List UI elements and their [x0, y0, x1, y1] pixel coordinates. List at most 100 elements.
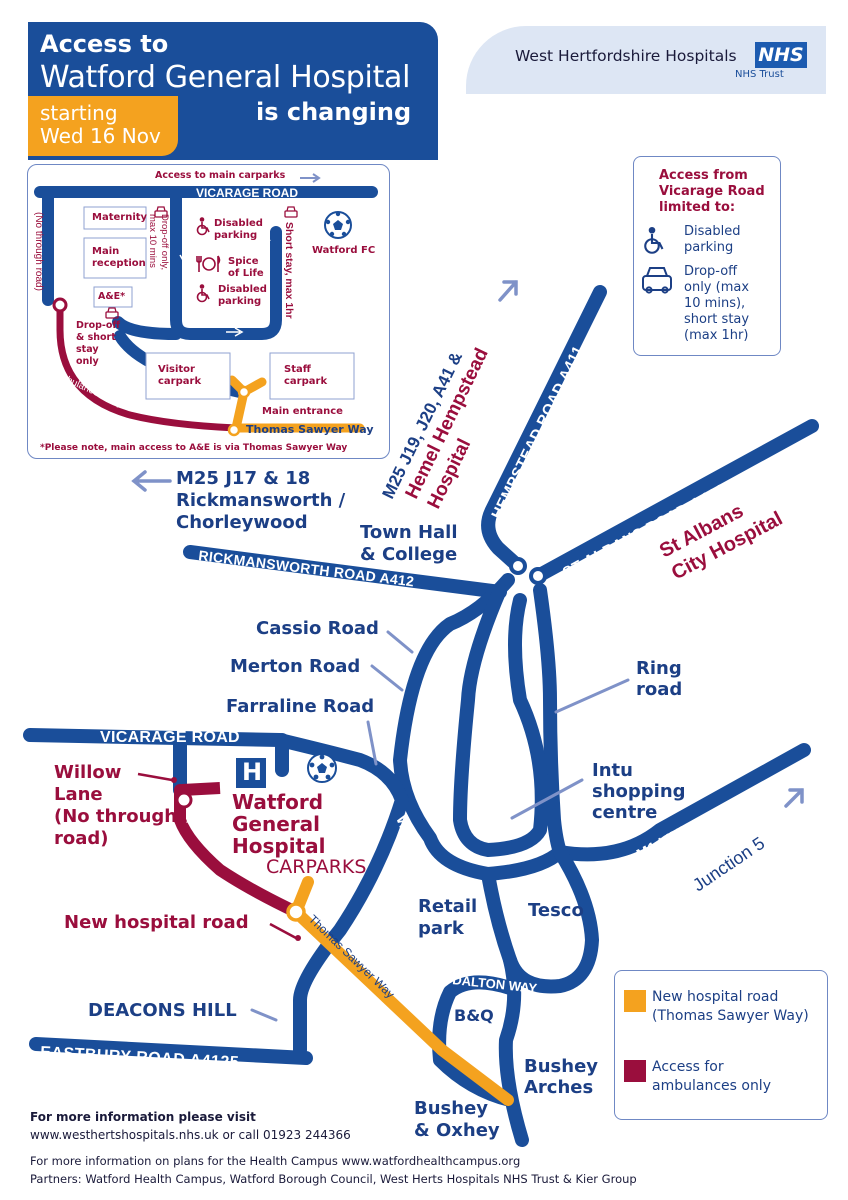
inset-dropoff-2: & short	[76, 332, 116, 343]
cassio-road: Cassio Road	[256, 618, 379, 639]
title-line-1: Access to	[40, 30, 169, 58]
m25-south-2: Rickmansworth /	[176, 490, 346, 511]
legend-item1-line1: New hospital road	[652, 989, 779, 1005]
town-hall-2: & College	[360, 544, 458, 565]
date-value: Wed 16 Nov	[40, 124, 161, 148]
roundabout-icon	[529, 567, 547, 585]
inset-dropoff-10-line1: Drop-off only,	[159, 214, 170, 270]
m25-south-1: M25 J17 & 18	[176, 468, 311, 489]
inset-watford-fc: Watford FC	[312, 245, 376, 256]
inset-disabled-1b: parking	[214, 230, 258, 241]
willow-lane-1: Willow	[54, 762, 122, 783]
inset-main-entrance: Main entrance	[262, 406, 343, 417]
car-icon	[154, 206, 168, 218]
ring-road-2: road	[636, 679, 683, 700]
town-hall-1: Town Hall	[360, 522, 458, 543]
inset-willow-lane-label: Willow Lane	[59, 208, 73, 273]
access-info-box	[633, 156, 781, 356]
footer-partners: Partners: Watford Health Campus, Watford…	[30, 1172, 637, 1186]
nhs-logo: NHS	[755, 42, 807, 68]
inset-reception-2: reception	[92, 258, 146, 269]
access-dropoff-5: (max 1hr)	[684, 328, 749, 343]
inset-arrow-right-icon	[300, 173, 321, 183]
inset-short-stay-label: Short stay, max 1hr	[283, 222, 295, 319]
legend-item2-line1: Access for	[652, 1059, 724, 1075]
access-dropoff-2: only (max	[684, 280, 750, 295]
deacons-hill-label: DEACONS HILL	[88, 1000, 237, 1021]
retail-park-1: Retail	[418, 896, 478, 917]
car-icon	[284, 206, 298, 218]
hospital-icon	[236, 758, 266, 788]
label-pointers	[250, 630, 630, 1022]
access-title-1: Access from	[659, 168, 748, 183]
bushey-oxhey-1: Bushey	[414, 1098, 489, 1119]
inset-buildings	[83, 206, 355, 400]
inset-carparks-access: Access to main carparks	[155, 170, 286, 181]
inset-arrows	[179, 232, 271, 337]
wheelchair-icon	[196, 284, 210, 303]
inset-note: *Please note, main access to A&E is via …	[40, 443, 348, 453]
inset-dropoff-10-line2: max 10 mins	[147, 214, 158, 268]
inset-dropoff-3: stay	[76, 344, 99, 355]
inset-maternity: Maternity	[92, 212, 148, 223]
willow-lane-3: (No through	[54, 806, 178, 827]
footer-campus: For more information on plans for the He…	[30, 1154, 521, 1168]
pointer-dot	[295, 935, 301, 941]
football-icon	[324, 211, 352, 239]
inset-visitor-2: carpark	[158, 376, 202, 387]
bq-label: B&Q	[454, 1006, 494, 1025]
legend-swatch-red	[624, 1060, 646, 1082]
new-hospital-road-label: New hospital road	[64, 912, 249, 933]
bushey-oxhey-2: & Oxhey	[414, 1120, 500, 1141]
wheelchair-icon	[644, 226, 664, 254]
farraline-road: Farraline Road	[226, 696, 375, 717]
hempstead-road-label: HEMPSTEAD ROAD A411	[488, 343, 587, 522]
access-title-2: Vicarage Road	[659, 184, 765, 199]
main-roads	[23, 285, 819, 1147]
access-disabled-2: parking	[684, 240, 734, 255]
hospital-name-3: Hospital	[232, 834, 326, 858]
legend-item1-line2: (Thomas Sawyer Way)	[652, 1008, 809, 1024]
hospital-name-1: Watford	[232, 790, 324, 814]
inset-disabled-2a: Disabled	[218, 284, 267, 295]
m25-south-3: Chorleywood	[176, 512, 308, 533]
wheelchair-icon	[196, 217, 210, 236]
inset-disabled-1a: Disabled	[214, 218, 263, 229]
ambulance-route	[174, 784, 302, 918]
retail-park-2: park	[418, 918, 464, 939]
roundabout-icon	[509, 557, 527, 575]
inset-disabled-2b: parking	[218, 296, 262, 307]
title-line-3: is changing	[256, 98, 412, 126]
direction-arrows	[131, 280, 804, 808]
title-line-2: Watford General Hospital	[40, 60, 411, 95]
willow-lane-marker	[181, 782, 221, 796]
access-disabled-1: Disabled	[684, 224, 741, 239]
access-dropoff-1: Drop-off	[684, 264, 738, 279]
tesco-label: Tesco	[528, 900, 584, 921]
hospital-name-2: General	[232, 812, 320, 836]
vicarage-road-label: VICARAGE ROAD	[100, 729, 240, 746]
ring-road-1: Ring	[636, 658, 682, 679]
car-icon	[105, 307, 119, 319]
inset-spice-1: Spice	[228, 256, 259, 267]
inset-roundabout-2-icon	[227, 423, 241, 437]
date-starting: starting	[40, 101, 118, 125]
legend-swatch-orange	[624, 990, 646, 1012]
inset-staff-1: Staff	[284, 364, 311, 375]
inset-thomas-sawyer: Thomas Sawyer Way	[246, 423, 374, 436]
legend-item2-line2: ambulances only	[652, 1078, 771, 1094]
inset-reception-1: Main	[92, 246, 120, 257]
football-icon	[307, 753, 337, 783]
legend-box	[614, 970, 828, 1120]
bushey-arches-2: Arches	[524, 1077, 594, 1098]
bushey-arches-1: Bushey	[524, 1056, 599, 1077]
carparks-label: CARPARKS	[266, 856, 367, 878]
inset-staff-2: carpark	[284, 376, 328, 387]
intu-1: Intu	[592, 760, 633, 781]
inset-willow-junction-icon	[52, 297, 68, 313]
org-trust: NHS Trust	[735, 69, 784, 80]
inset-ambulance-route	[56, 301, 240, 432]
inset-spice-2: of Life	[228, 268, 264, 279]
inset-dropoff-1: Drop-off	[76, 320, 121, 331]
